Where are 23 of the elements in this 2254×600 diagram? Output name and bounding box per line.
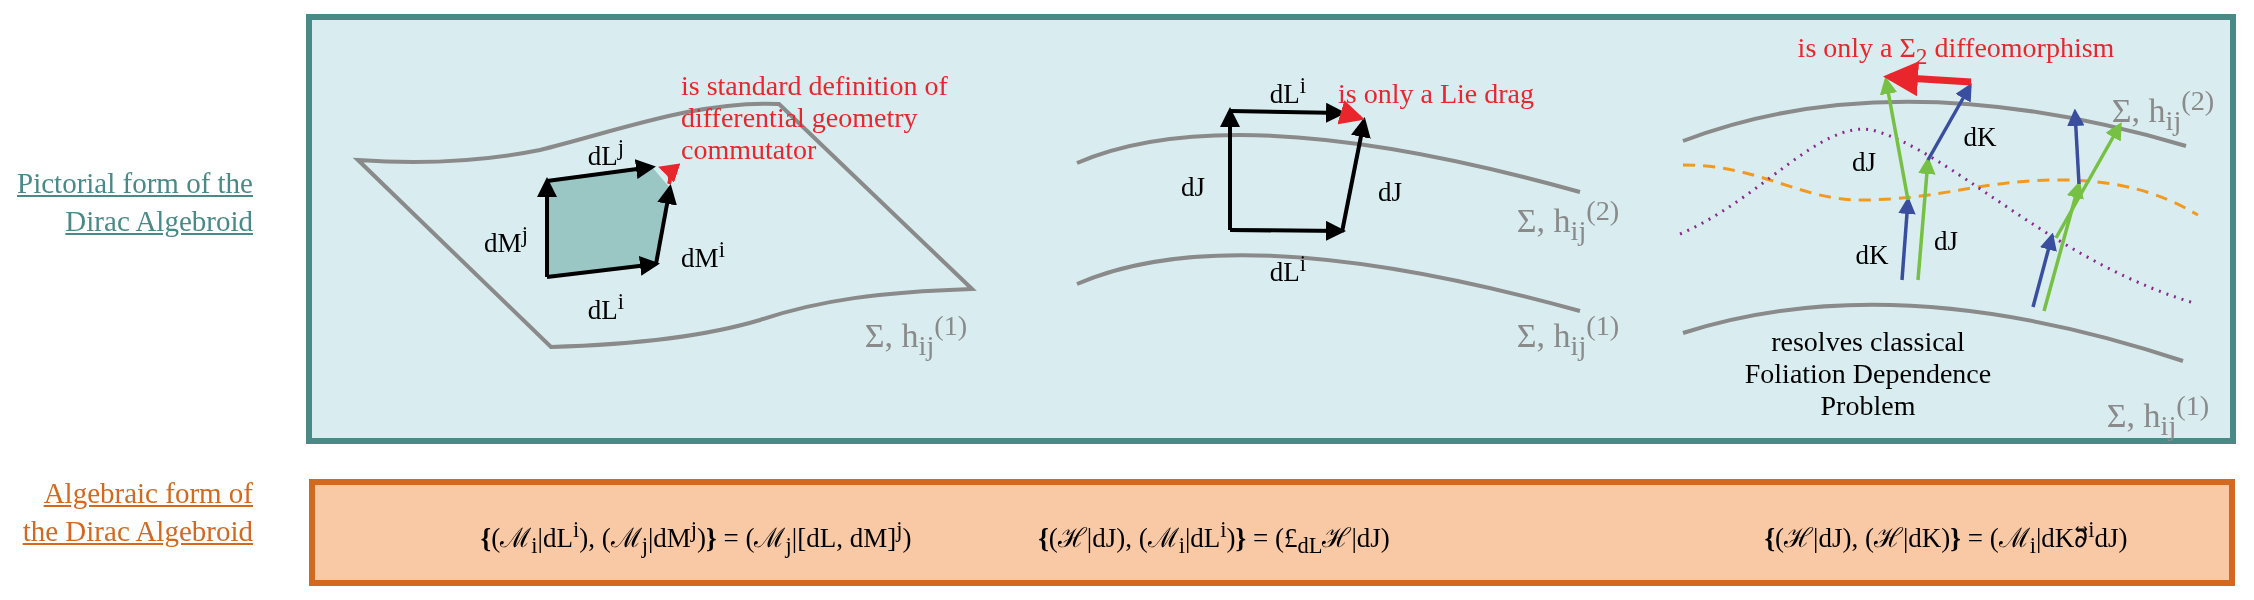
vector-label: dL$^{j}$ xyxy=(587,135,625,173)
section-heading: Algebraic form of the Dirac Algebroid xyxy=(21,476,253,549)
equation-text: {(ℋ|dJ), (ℋ|dK)} = (ℳ$_{i}$|dK∂⃡$^{i}$dJ) xyxy=(1764,516,2128,560)
algebraic-panel xyxy=(309,479,2235,586)
callout-text: is standard definition of differential geometry commutator xyxy=(681,69,949,167)
equation-text: {(ℋ|dJ), (ℳ$_{i}$|dL$^{i}$)} = (£$_{dL}$ℋ|dJ) xyxy=(1038,516,1390,560)
vector-label: dM$^{i}$ xyxy=(681,237,725,275)
callout-text: is only a Lie drag xyxy=(1338,77,1534,111)
vector-label: dK xyxy=(1963,122,1997,154)
vector-label: dJ xyxy=(1852,147,1876,179)
vector-label: dJ xyxy=(1378,177,1402,209)
equation-text: {(ℳ$_{i}$|dL$^{i}$), (ℳ$_{j}$|dM$^{j}$)} = (ℳ$_{j}$|[dL, dM]$^{j}$) xyxy=(480,516,912,560)
callout-text: is only a Σ$_{2}$ diffeomorphism xyxy=(1797,32,2115,70)
vector-label: dL$^{i}$ xyxy=(1269,251,1307,289)
vector-label: dL$^{i}$ xyxy=(1269,73,1307,111)
section-heading: Pictorial form of the Dirac Algebroid xyxy=(16,166,253,239)
pictorial-panel xyxy=(306,14,2236,444)
vector-label: dJ xyxy=(1934,226,1958,258)
vector-label: dJ xyxy=(1181,172,1205,204)
vector-label: dK xyxy=(1855,240,1889,272)
vector-label: dL$^{i}$ xyxy=(587,289,625,327)
caption-text: resolves classical Foliation Dependence Problem xyxy=(1743,325,1993,423)
vector-label: dM$^{j}$ xyxy=(484,222,528,260)
